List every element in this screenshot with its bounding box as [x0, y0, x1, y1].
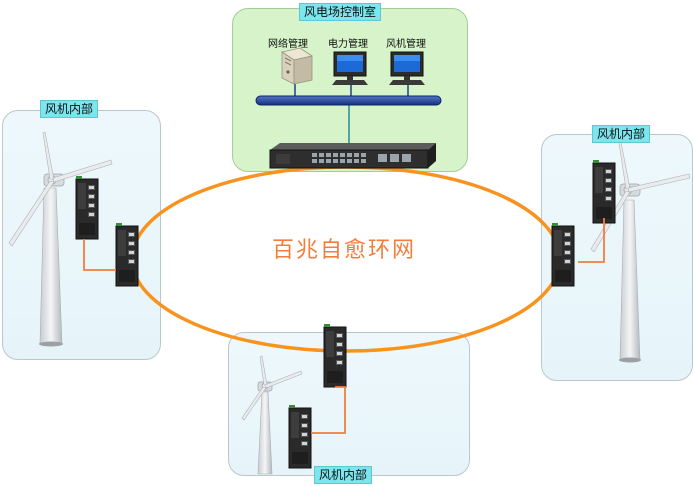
industrial-switch-icon [115, 222, 139, 287]
bottom-turbine-label: 风机内部 [314, 466, 373, 484]
wind-turbine-icon [8, 131, 113, 347]
station-label-power: 电力管理 [328, 39, 368, 50]
wind-turbine-icon [241, 355, 303, 475]
server-icon [280, 47, 314, 85]
turbine-link-line [578, 218, 605, 263]
industrial-switch-icon [323, 323, 347, 388]
ring-label: 百兆自愈环网 [272, 238, 417, 263]
left-turbine-label: 风机内部 [40, 100, 99, 118]
industrial-switch-icon [551, 222, 575, 287]
monitor-icon [332, 51, 368, 85]
station-label-network: 网络管理 [268, 39, 308, 50]
turbine-link-line [83, 239, 116, 271]
ethernet-bus [255, 95, 442, 106]
industrial-switch-icon [75, 175, 99, 240]
turbine-link-line [311, 386, 346, 434]
industrial-switch-icon [592, 159, 616, 224]
industrial-switch-icon [288, 404, 312, 469]
core-switch-icon [269, 143, 436, 169]
right-turbine-label: 风机内部 [592, 125, 651, 143]
control-room-title: 风电场控制室 [299, 3, 382, 21]
station-label-turbine: 风机管理 [386, 39, 426, 50]
monitor-icon [389, 51, 425, 85]
